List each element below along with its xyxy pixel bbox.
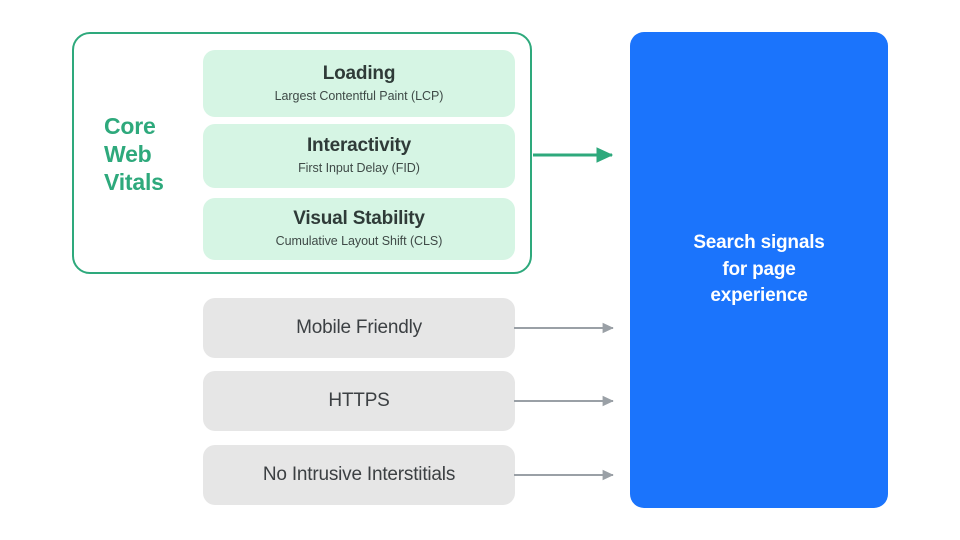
metric-card-visual-stability: Visual Stability Cumulative Layout Shift… [203, 198, 515, 260]
core-web-vitals-group: Core Web Vitals [72, 32, 532, 274]
metric-title-interactivity: Interactivity [306, 135, 412, 157]
signal-label-https: HTTPS [328, 390, 390, 412]
signal-label-mobile-friendly: Mobile Friendly [296, 317, 422, 339]
result-panel-text: Search signals for page experience [693, 231, 825, 307]
metric-subtitle-interactivity: First Input Delay (FID) [298, 161, 420, 176]
metric-title-visual-stability: Visual Stability [293, 208, 425, 230]
metric-card-loading: Loading Largest Contentful Paint (LCP) [203, 50, 515, 117]
core-web-vitals-label: Core Web Vitals [104, 113, 164, 196]
signal-no-intrusive-interstitials: No Intrusive Interstitials [203, 445, 515, 505]
result-panel: Search signals for page experience [630, 32, 888, 508]
signal-label-no-intrusive-interstitials: No Intrusive Interstitials [262, 464, 456, 486]
metric-card-interactivity: Interactivity First Input Delay (FID) [203, 124, 515, 188]
signal-https: HTTPS [203, 371, 515, 431]
signal-mobile-friendly: Mobile Friendly [203, 298, 515, 358]
metric-subtitle-loading: Largest Contentful Paint (LCP) [274, 88, 444, 103]
metric-title-loading: Loading [322, 62, 396, 84]
metric-subtitle-visual-stability: Cumulative Layout Shift (CLS) [275, 234, 443, 249]
